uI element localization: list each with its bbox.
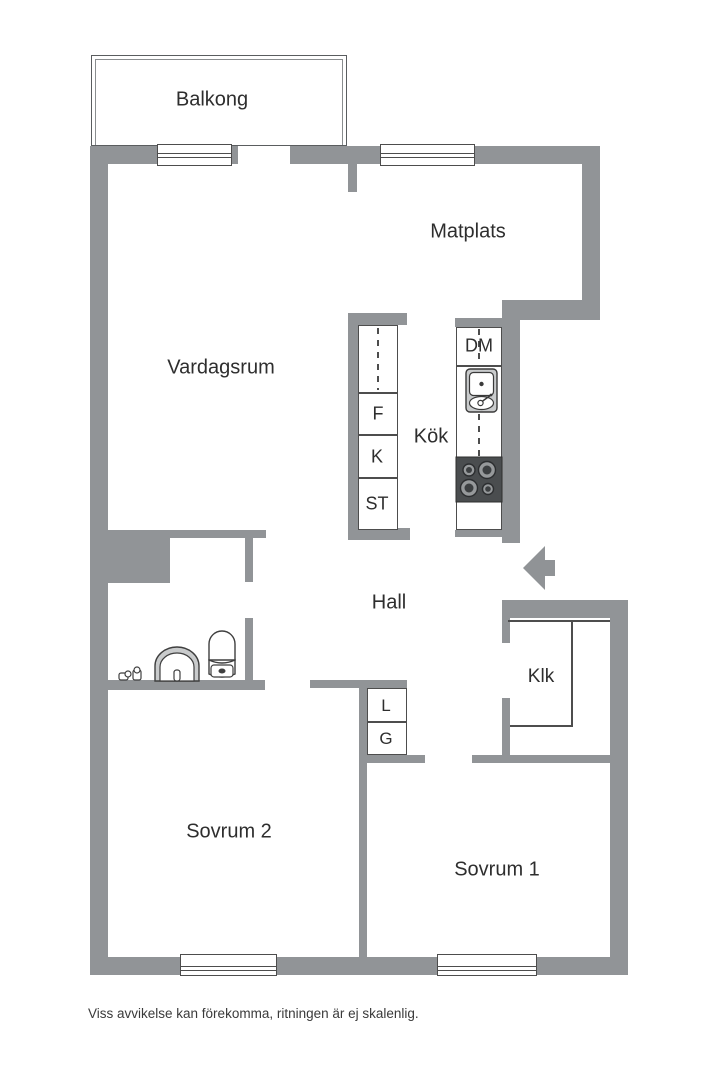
bedroom-divider-wall	[359, 688, 367, 958]
counter-divider	[457, 365, 501, 367]
bathroom-sink-icon	[154, 646, 200, 682]
exterior-wall-bottom	[90, 957, 628, 975]
balcony-inner-outline	[95, 59, 343, 145]
bathroom-wall-right-lower	[245, 618, 253, 680]
room-label-dining: Matplats	[430, 220, 506, 243]
bathroom-wall-top	[108, 530, 266, 538]
kitchen-cabinet-top-cap	[348, 313, 407, 325]
room-label-bedroom2: Sovrum 2	[186, 820, 272, 843]
bathroom-wall-right-upper	[245, 538, 253, 582]
cabinet-divider	[359, 392, 397, 394]
room-label-balcony: Balkong	[175, 88, 249, 111]
closet-inner-line-top	[508, 620, 610, 622]
exterior-wall-closet-top	[502, 600, 628, 618]
cabinet-label-k: K	[370, 446, 384, 467]
kitchen-cabinet-wall	[348, 313, 358, 540]
cabinet-label-l: L	[381, 696, 391, 715]
stove-icon	[455, 456, 503, 503]
counter-top-cap	[455, 318, 502, 327]
closet-stub-lower	[502, 698, 510, 757]
kitchen-sink-icon	[465, 368, 498, 413]
bathroom-wall-bottom	[90, 680, 265, 690]
exterior-wall-right-upper	[582, 146, 600, 318]
balcony-outline	[91, 55, 347, 146]
cabinet-label-f: F	[372, 403, 384, 424]
washer-tap-icon	[118, 666, 142, 681]
lg-closet-box	[367, 688, 407, 755]
dining-window	[380, 144, 475, 166]
toilet-icon	[208, 630, 236, 678]
bedroom1-window	[437, 954, 537, 976]
lg-closet-bottom-wall	[359, 755, 425, 763]
disclaimer-text: Viss avvikelse kan förekomma, ritningen …	[88, 1006, 419, 1021]
room-label-walk-in-closet: Klk	[527, 666, 555, 687]
counter-dash-line	[478, 329, 480, 365]
exterior-wall-step	[502, 300, 600, 320]
exterior-wall-kitchen	[502, 320, 520, 543]
kitchen-cabinet-bottom-cap	[348, 528, 410, 540]
counter-dash-line	[478, 414, 480, 456]
cabinet-divider	[359, 434, 397, 436]
room-label-hall: Hall	[371, 591, 407, 614]
cabinet-label-g: G	[379, 729, 393, 748]
closet-inner-line-bottom	[510, 725, 572, 727]
cabinet-label-st: ST	[365, 493, 389, 514]
hall-bedroom2-wall	[310, 680, 407, 688]
bedroom2-window	[180, 954, 277, 976]
room-label-kitchen: Kök	[413, 425, 449, 448]
bathroom-wall-block	[108, 538, 170, 583]
closet-inner-line-vertical	[571, 620, 573, 727]
living-room-window	[157, 144, 232, 166]
cabinet-divider	[359, 477, 397, 479]
room-label-living: Vardagsrum	[167, 356, 275, 379]
closet-stub-upper	[502, 618, 510, 643]
entry-arrow-icon	[523, 546, 555, 590]
room-label-bedroom1: Sovrum 1	[454, 858, 540, 881]
bedroom1-top-wall	[472, 755, 628, 763]
cabinet-divider	[368, 721, 406, 723]
wall-stub-living-dining	[348, 164, 357, 192]
exterior-wall-right-lower	[610, 600, 628, 975]
balcony-door-opening	[238, 146, 290, 164]
cabinet-label-dm: DM	[465, 335, 493, 356]
counter-dash-line	[377, 328, 379, 390]
exterior-wall-left	[90, 146, 108, 975]
counter-bottom-cap	[455, 530, 502, 537]
